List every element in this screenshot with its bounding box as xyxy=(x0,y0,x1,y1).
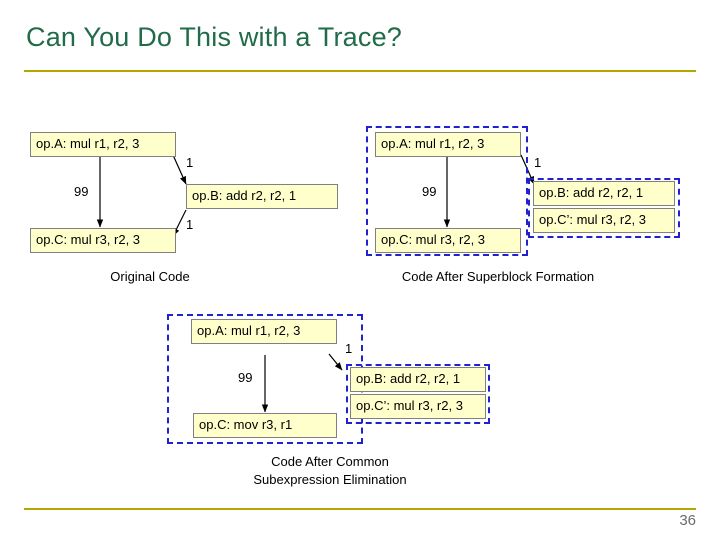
original-edge-label-99: 99 xyxy=(74,184,89,199)
superblock-dashed-region-left xyxy=(366,126,528,256)
original-edge-label-1: 1 xyxy=(186,155,194,170)
cse-edge-label-1: 1 xyxy=(345,341,353,356)
cse-opC-box: op.C: mov r3, r1 xyxy=(193,413,337,438)
cse-opB-box: op.B: add r2, r2, 1 xyxy=(350,367,486,392)
superblock-edge-label-1: 1 xyxy=(534,155,542,170)
superblock-edge-label-99: 99 xyxy=(422,184,437,199)
original-opB-box: op.B: add r2, r2, 1 xyxy=(186,184,338,209)
cse-caption-line2: Subexpression Elimination xyxy=(253,472,407,487)
original-opA-box: op.A: mul r1, r2, 3 xyxy=(30,132,176,157)
cse-caption-line1: Code After Common xyxy=(271,454,389,469)
superblock-opC-box: op.C: mul r3, r2, 3 xyxy=(375,228,521,253)
page-number: 36 xyxy=(679,512,696,529)
page-title: Can You Do This with a Trace? xyxy=(26,22,403,52)
title-divider xyxy=(24,70,696,72)
cse-opA-box: op.A: mul r1, r2, 3 xyxy=(191,319,337,344)
superblock-caption: Code After Superblock Formation xyxy=(401,269,595,284)
superblock-opCprime-box: op.C’: mul r3, r2, 3 xyxy=(533,208,675,233)
bottom-divider xyxy=(24,508,696,510)
original-edge-label-1b: 1 xyxy=(186,217,194,232)
cse-edge-label-99: 99 xyxy=(238,370,253,385)
superblock-opB-box: op.B: add r2, r2, 1 xyxy=(533,181,675,206)
cse-opCprime-box: op.C’: mul r3, r2, 3 xyxy=(350,394,486,419)
original-caption: Original Code xyxy=(110,269,190,284)
cse-dashed-region-right xyxy=(346,364,490,424)
superblock-opA-box: op.A: mul r1, r2, 3 xyxy=(375,132,521,157)
original-opC-box: op.C: mul r3, r2, 3 xyxy=(30,228,176,253)
superblock-dashed-region-right xyxy=(528,178,680,238)
